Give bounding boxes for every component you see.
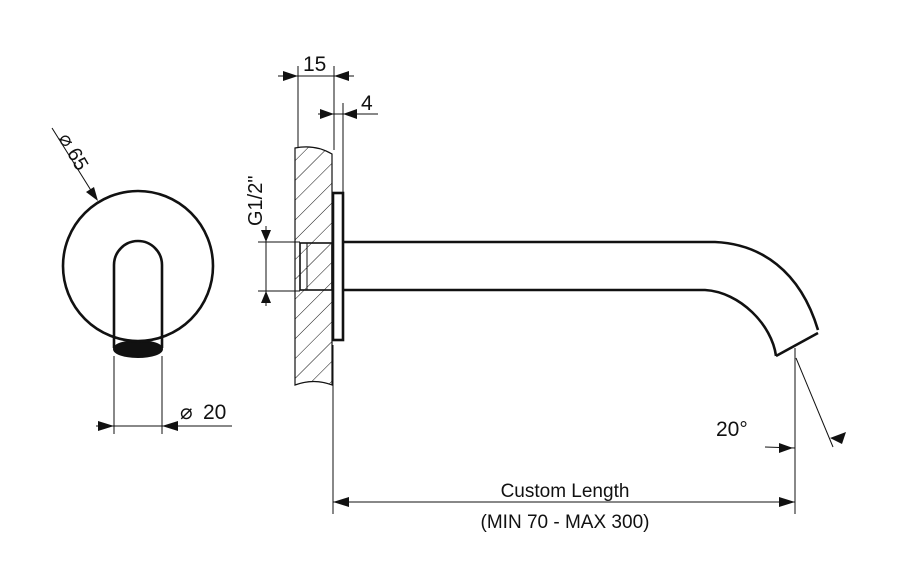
diameter-symbol: ⌀	[180, 401, 193, 424]
dim-arrow	[343, 109, 357, 119]
flange-circle	[61, 189, 215, 343]
spout-body	[343, 288, 778, 357]
spout-body	[343, 240, 820, 331]
dim-arrow	[334, 71, 349, 81]
svg-text:65: 65	[62, 144, 92, 174]
dim-arrow	[779, 443, 793, 453]
diameter-20-label: 20	[203, 401, 226, 424]
dim-arrow	[261, 230, 271, 242]
dim-arrow	[333, 497, 349, 507]
diameter-65-leader	[51, 127, 93, 193]
side-view: 15 4 G1/2" 20° Custom Length (MIN 70 - M…	[245, 53, 846, 533]
spout-outlet	[113, 340, 163, 358]
diameter-65-arrow	[86, 187, 98, 201]
spout-outline	[112, 239, 164, 348]
custom-length-label: Custom Length	[501, 481, 630, 502]
thread-label: G1/2"	[245, 176, 267, 226]
dim-arrow	[98, 421, 114, 431]
wall-section	[294, 146, 333, 386]
dim-arrow	[779, 497, 795, 507]
dim-arrow	[162, 421, 178, 431]
dim-arrow	[830, 432, 846, 444]
spout-tip	[775, 331, 819, 358]
diameter-65-label: ⌀ 65	[54, 130, 93, 175]
angle-label: 20°	[716, 418, 748, 441]
length-range-label: (MIN 70 - MAX 300)	[481, 512, 650, 533]
angle-tip-line	[795, 357, 834, 448]
flange-plate	[331, 191, 345, 342]
flange-thickness-label: 4	[361, 92, 373, 115]
flange-depth-label: 15	[303, 53, 326, 76]
dim-arrow	[261, 291, 271, 303]
dim-arrow	[283, 71, 298, 81]
front-view: ⌀ 65 ⌀ 20	[51, 127, 232, 434]
dim-arrow	[320, 109, 334, 119]
